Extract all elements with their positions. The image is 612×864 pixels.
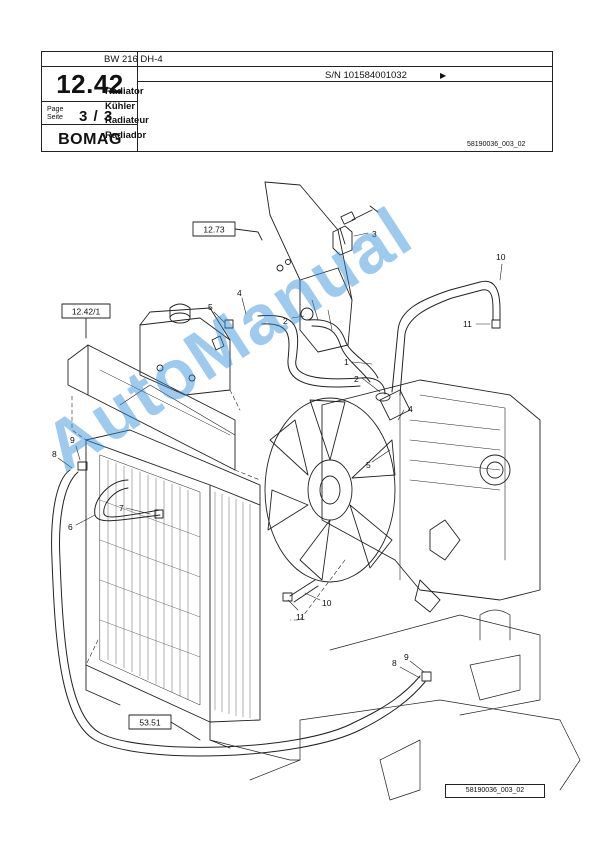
ref-box-12-73: 12.73: [192, 221, 263, 241]
hose-part-10-upper: [391, 280, 501, 396]
cooling-fan: [264, 397, 396, 583]
title-fr: Radiateur: [105, 115, 149, 126]
callout-8: 8: [52, 449, 57, 459]
lower-frame: [209, 609, 581, 801]
divider: [42, 124, 138, 125]
ref-box-53-51: 53.51: [128, 714, 201, 741]
callout-4: 4: [408, 404, 413, 414]
title-de: Kühler: [105, 101, 136, 112]
callout-5: 5: [366, 460, 371, 470]
callout-11: 11: [463, 319, 472, 329]
hose-part-1: [300, 307, 379, 383]
hose-upper: [257, 314, 386, 395]
callout-4: 4: [237, 288, 242, 298]
svg-text:BOMAG: BOMAG: [58, 131, 122, 147]
section-number: 12.42: [56, 69, 124, 99]
callout-5: 5: [208, 302, 213, 312]
callout-2: 2: [283, 316, 288, 326]
divider: [42, 101, 138, 102]
callout-numbers: 1 2 2 3 4 4 5 5 6 7 8 8 9 9 10 10 11 11: [52, 229, 506, 668]
hose-part-6: [94, 479, 161, 522]
radiator-shroud: [67, 344, 236, 471]
model-name: BW 216 DH-4: [104, 54, 163, 65]
hose-part-8-lower: [51, 469, 426, 757]
doc-number: 58190036_003_02: [467, 141, 526, 148]
callout-2: 2: [354, 374, 359, 384]
image-id-label: 58190036_003_02: [445, 784, 545, 798]
callout-8: 8: [392, 658, 397, 668]
divider: [42, 66, 552, 67]
page-label-de: Seite: [47, 114, 63, 121]
callout-11: 11: [296, 612, 305, 622]
callout-10: 10: [496, 252, 506, 262]
callout-1: 1: [344, 357, 349, 367]
callout-6: 6: [68, 522, 73, 532]
callout-10: 10: [322, 598, 332, 608]
callout-9: 9: [70, 435, 75, 445]
callout-7: 7: [119, 503, 124, 513]
callout-9: 9: [404, 652, 409, 662]
svg-text:12.73: 12.73: [203, 225, 225, 235]
page-value: 3 / 3: [79, 108, 114, 125]
bomag-logo: BOMAG: [58, 131, 122, 147]
serial-number: S/N 101584001032: [325, 70, 407, 81]
page-label: Page: [47, 106, 64, 113]
radiator-core: [85, 429, 261, 749]
support-bracket: [264, 181, 353, 353]
dashed-leaders: [71, 389, 346, 666]
svg-text:53.51: 53.51: [139, 718, 161, 728]
title-es: Radiador: [105, 130, 147, 141]
hose-clamps: [77, 319, 501, 682]
header-table: 12.42 Page Seite 3 / 3 BOMAG: [41, 51, 553, 152]
ref-box-12-42-1: 12.42/1: [61, 303, 111, 339]
serial-arrow-icon: ▶: [440, 71, 447, 80]
clamp-part-3: [276, 205, 379, 272]
svg-text:12.42/1: 12.42/1: [72, 307, 101, 317]
callout-3: 3: [372, 229, 377, 239]
callout-leaders: [57, 232, 503, 679]
exploded-view-drawing: 12.73 12.42/1 53.51 1 2 2 3: [51, 181, 581, 801]
hose-part-10-lower: [289, 579, 319, 603]
engine-block: [321, 379, 541, 613]
title-en: Radiator: [105, 86, 144, 97]
divider: [138, 81, 552, 82]
